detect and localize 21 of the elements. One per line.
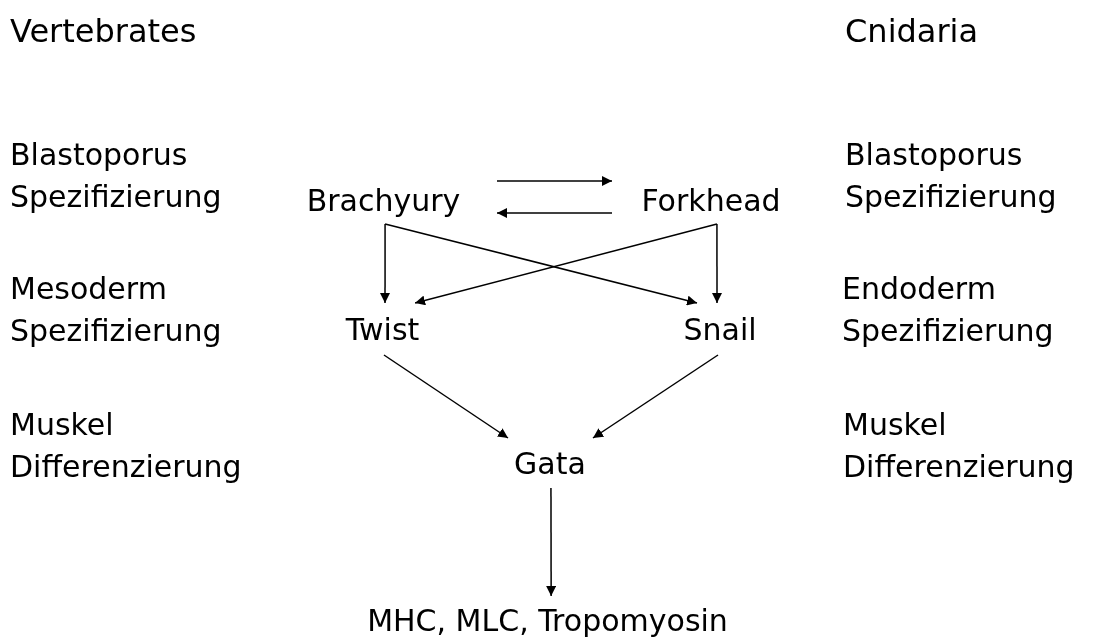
stage-label: Endoderm Spezifizierung bbox=[842, 270, 1054, 350]
gene-label: Snail bbox=[683, 311, 757, 347]
arrow bbox=[383, 354, 509, 439]
stage-label: Mesoderm Spezifizierung bbox=[10, 270, 222, 350]
gene-label: Twist bbox=[345, 311, 420, 347]
stage-label: Blastoporus Spezifizierung bbox=[10, 136, 222, 216]
arrow bbox=[592, 354, 719, 439]
gene-label: Brachyury bbox=[306, 182, 461, 218]
stage-label: Blastoporus Spezifizierung bbox=[845, 136, 1057, 216]
arrow bbox=[496, 208, 613, 218]
arrow bbox=[712, 223, 722, 304]
gene-label: MHC, MLC, Tropomyosin bbox=[367, 602, 728, 638]
column-heading: Vertebrates bbox=[10, 11, 197, 52]
stage-label: Muskel Differenzierung bbox=[843, 406, 1075, 486]
stage-label: Muskel Differenzierung bbox=[10, 406, 242, 486]
arrow bbox=[380, 223, 391, 304]
column-heading: Cnidaria bbox=[845, 11, 979, 52]
gene-label: Forkhead bbox=[641, 182, 781, 218]
arrow bbox=[496, 176, 613, 186]
arrow bbox=[546, 487, 557, 597]
gene-label: Gata bbox=[514, 445, 586, 481]
